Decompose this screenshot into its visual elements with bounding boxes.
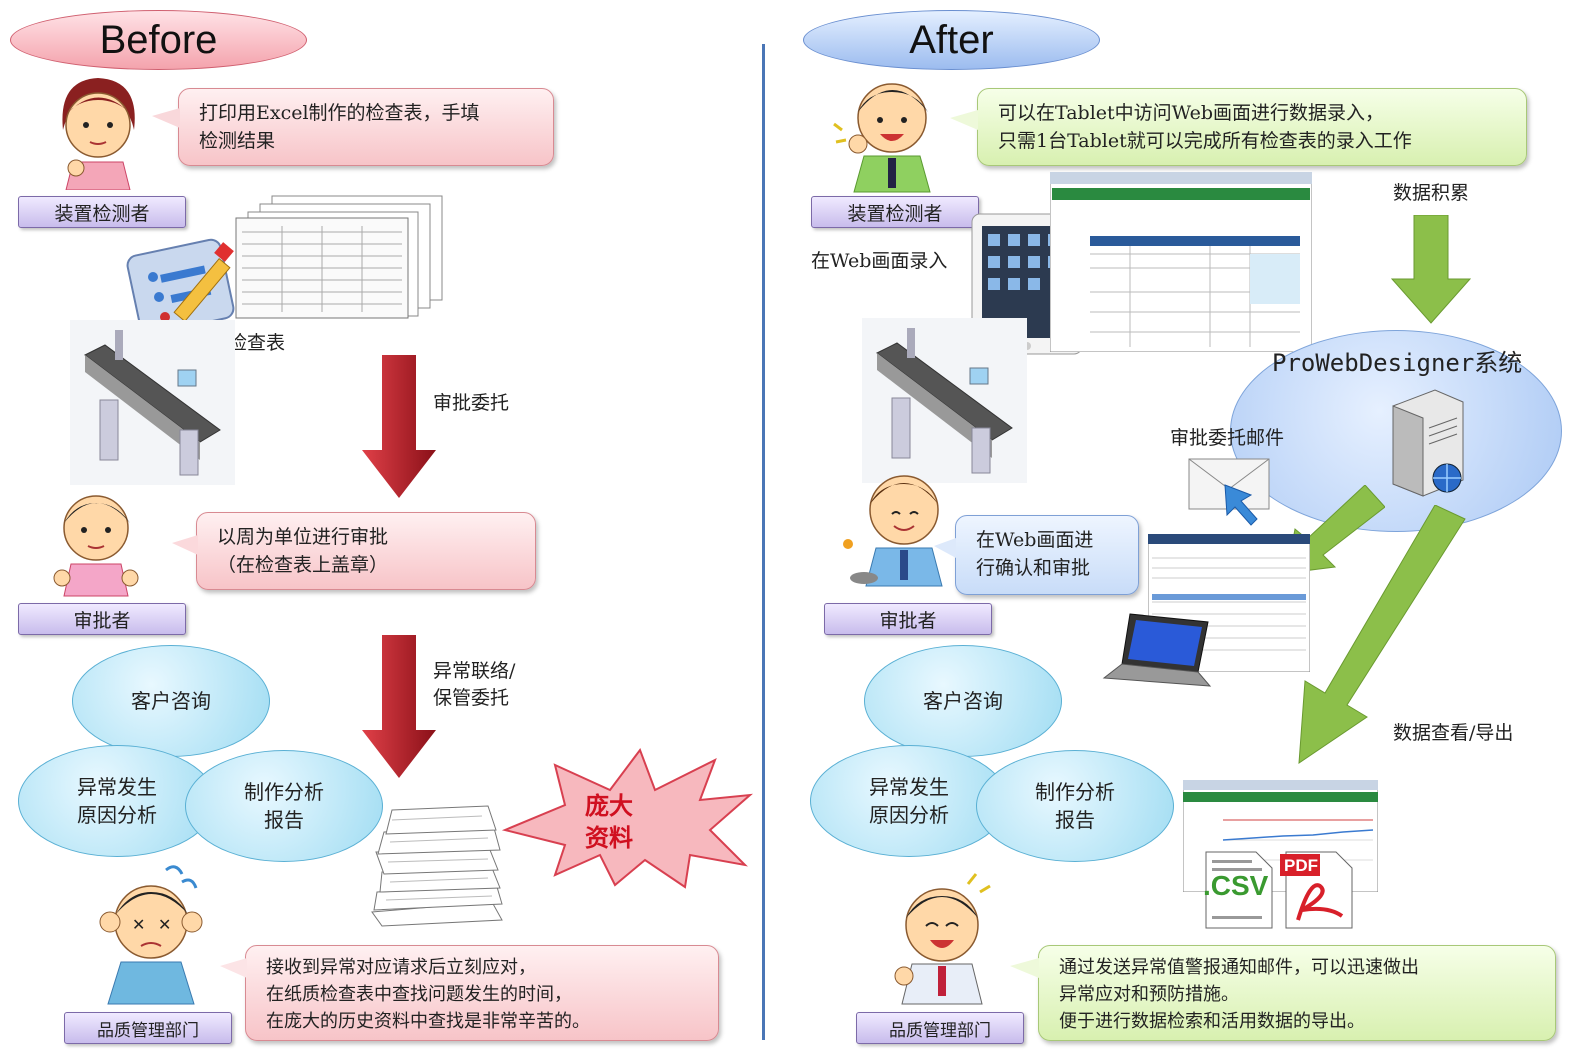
bubble-line: 异常应对和预防措施。 <box>1059 984 1239 1005</box>
bubble-tail <box>172 535 198 555</box>
before-qa-bubble: 接收到异常对应请求后立刻应对， 在纸质检查表中查找问题发生的时间， 在庞大的历史… <box>245 945 719 1041</box>
approver-male-icon <box>843 475 943 587</box>
data-accumulate-arrow-icon <box>1390 215 1472 324</box>
paper-pile-icon <box>371 805 503 927</box>
bubble-line: （在检查表上盖章） <box>217 554 389 576</box>
before-inspector-role: 装置检测者 <box>18 196 186 228</box>
label-line: 保管委托 <box>433 687 510 709</box>
before-analysis-report-cloud: 制作分析 报告 <box>185 750 383 862</box>
huge-data-burst-icon <box>501 747 753 889</box>
cloud-line: 报告 <box>1055 808 1095 832</box>
web-form-screenshot-icon <box>1050 172 1312 352</box>
cloud-line: 制作分析 <box>244 780 324 804</box>
inspector-male-icon <box>833 83 931 193</box>
cloud-line: 异常发生 <box>869 775 949 799</box>
bubble-tail <box>1010 958 1039 978</box>
pdf-text: PDF <box>1284 856 1318 875</box>
laptop-icon <box>1102 613 1212 687</box>
bubble-line: 通过发送异常值警报通知邮件，可以迅速做出 <box>1059 957 1419 978</box>
bubble-line: 在庞大的历史资料中查找是非常辛苦的。 <box>266 1011 590 1032</box>
bubble-line: 检测结果 <box>199 130 276 152</box>
web-entry-label: 在Web画面录入 <box>811 250 948 272</box>
approval-request-arrow-icon <box>362 355 436 498</box>
checklist-pencil-icon <box>126 238 235 336</box>
cloud-line: 异常发生 <box>77 775 157 799</box>
huge-data-label: 庞大 资料 <box>585 790 633 854</box>
server-icon <box>1392 389 1464 497</box>
bubble-line: 打印用Excel制作的检查表，手填 <box>199 102 480 124</box>
before-title: Before <box>10 10 307 70</box>
before-inspector-bubble: 打印用Excel制作的检查表，手填 检测结果 <box>178 88 554 166</box>
bubble-tail <box>934 538 956 558</box>
before-cause-analysis-cloud: 异常发生 原因分析 <box>18 745 216 857</box>
after-inspector-role: 装置检测者 <box>811 196 979 228</box>
before-approver-bubble: 以周为单位进行审批 （在检查表上盖章） <box>196 512 536 590</box>
bubble-line: 以周为单位进行审批 <box>217 526 389 548</box>
bubble-line: 接收到异常对应请求后立刻应对， <box>266 957 536 978</box>
inspector-female-icon <box>62 78 135 190</box>
bubble-line: 行确认和审批 <box>976 557 1091 579</box>
qa-happy-person-icon <box>894 873 991 1005</box>
bubble-tail <box>220 958 247 978</box>
bubble-line: 便于进行数据检索和活用数据的导出。 <box>1059 1011 1365 1032</box>
conveyor-machine-icon <box>70 320 235 485</box>
bubble-line: 在Web画面进 <box>976 529 1094 551</box>
system-label: ProWebDesigner系统 <box>1272 349 1523 377</box>
after-qa-bubble: 通过发送异常值警报通知邮件，可以迅速做出 异常应对和预防措施。 便于进行数据检索… <box>1038 945 1556 1041</box>
cloud-line: 原因分析 <box>869 803 949 827</box>
after-cause-analysis-cloud: 异常发生 原因分析 <box>810 745 1008 857</box>
cloud-line: 报告 <box>264 808 304 832</box>
bubble-line: 可以在Tablet中访问Web画面进行数据录入， <box>998 102 1385 124</box>
data-view-export-label: 数据查看/导出 <box>1393 722 1514 744</box>
approval-request-label: 审批委托 <box>433 392 510 414</box>
label-line: 庞大 <box>585 791 633 820</box>
after-customer-inquiry-cloud: 客户咨询 <box>864 645 1062 757</box>
bubble-line: 只需1台Tablet就可以完成所有检查表的录入工作 <box>998 130 1412 152</box>
label-line: 资料 <box>585 823 633 852</box>
bubble-line: 在纸质检查表中查找问题发生的时间， <box>266 984 572 1005</box>
anomaly-contact-label: 异常联络/ 保管委托 <box>433 658 515 712</box>
anomaly-contact-arrow-icon <box>362 635 436 778</box>
svg-text:✕: ✕ <box>158 915 171 934</box>
bubble-tail <box>152 108 180 128</box>
after-approver-bubble: 在Web画面进 行确认和审批 <box>955 515 1139 595</box>
mail-envelope-icon <box>1188 458 1270 526</box>
label-line: 异常联络/ <box>433 660 516 682</box>
approver-female-icon <box>53 495 139 597</box>
section-divider <box>762 44 765 1040</box>
csv-file-icon <box>1205 851 1273 929</box>
cloud-line: 原因分析 <box>77 803 157 827</box>
data-accumulate-label: 数据积累 <box>1393 182 1470 204</box>
data-view-export-arrow-icon <box>1298 505 1466 764</box>
before-approver-role: 审批者 <box>18 603 186 635</box>
after-qa-role: 品质管理部门 <box>856 1012 1024 1044</box>
after-title: After <box>803 10 1100 70</box>
qa-worried-person-icon: ✕✕ <box>99 865 203 1005</box>
approval-mail-label: 审批委托邮件 <box>1170 427 1285 449</box>
csv-text: .CSV <box>1203 870 1269 901</box>
svg-text:✕: ✕ <box>132 915 145 934</box>
after-analysis-report-cloud: 制作分析 报告 <box>976 750 1174 862</box>
bubble-tail <box>950 110 978 130</box>
conveyor-machine-icon <box>862 318 1027 483</box>
after-approver-role: 审批者 <box>824 603 992 635</box>
before-qa-role: 品质管理部门 <box>64 1012 232 1044</box>
before-customer-inquiry-cloud: 客户咨询 <box>72 645 270 757</box>
pdf-file-icon <box>1280 851 1353 929</box>
cloud-line: 制作分析 <box>1035 780 1115 804</box>
after-inspector-bubble: 可以在Tablet中访问Web画面进行数据录入， 只需1台Tablet就可以完成… <box>977 88 1527 166</box>
paper-checklists-icon <box>235 195 443 319</box>
